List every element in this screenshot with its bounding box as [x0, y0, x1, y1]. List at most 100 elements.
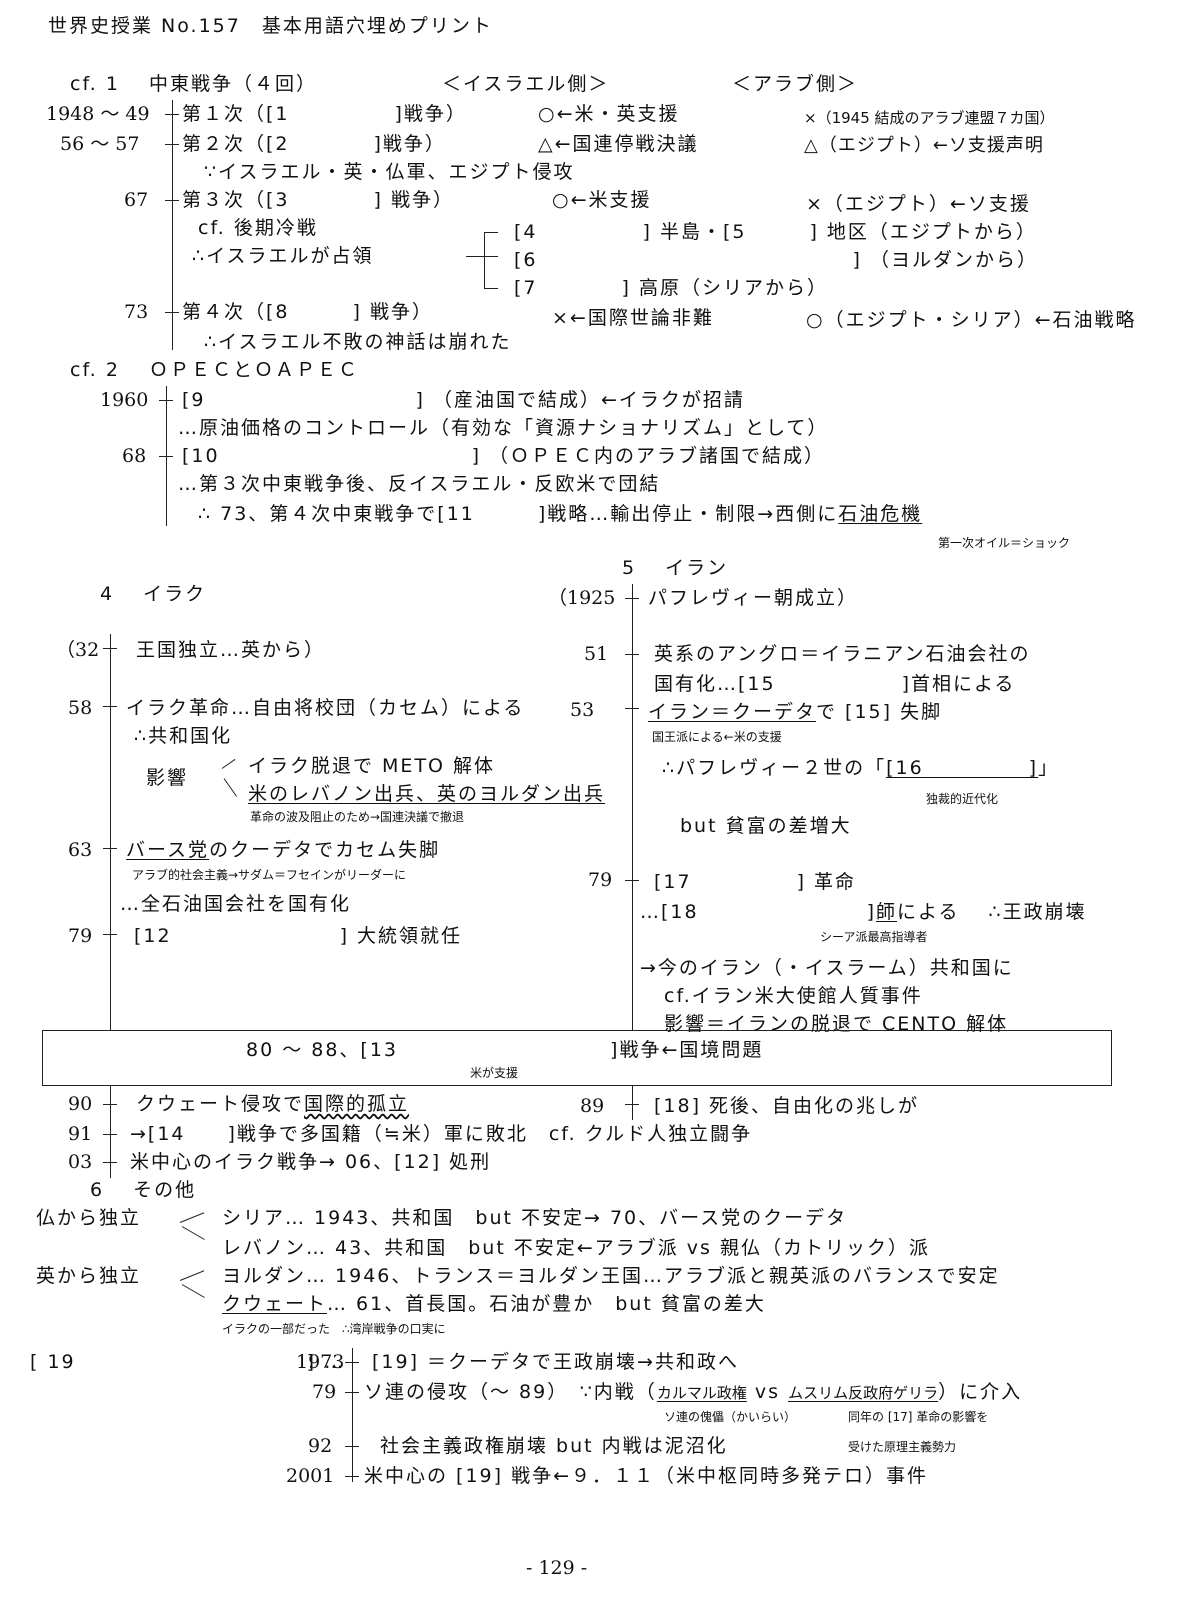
others-heading: 6 その他 [90, 1179, 197, 1201]
kuwait-note: イラクの一部だった ∴湾岸戦争の口実に [222, 1322, 446, 1336]
year-label: 1973 [296, 1351, 345, 1373]
tick [103, 706, 117, 707]
afghan-1973: [19] ＝クーデタで王政崩壊→共和政へ [372, 1351, 739, 1373]
tick [625, 880, 639, 881]
tick [165, 144, 179, 145]
iraq-1979: [12 ] 大統領就任 [134, 925, 463, 947]
arab-side-label: ＜アラブ側＞ [732, 73, 859, 95]
iraq-1990: クウェート侵攻で国際的孤立 [136, 1092, 409, 1116]
iraq-1958: イラク革命…自由将校団（カセム）による [126, 697, 525, 719]
afghan-2001: 米中心の [19] 戦争←９．１１（米中枢同時多発テロ）事件 [364, 1465, 929, 1487]
tick [345, 1362, 359, 1363]
fundamentalist-note: 受けた原理主義勢力 [848, 1440, 957, 1454]
tick [103, 1104, 117, 1105]
year-label: 92 [308, 1435, 333, 1457]
tick [103, 1162, 117, 1163]
year-label: 79 [588, 869, 613, 891]
iraq-1958-republic: ∴共和国化 [134, 725, 233, 747]
afghan-timeline [352, 1348, 353, 1482]
page-title: 世界史授業 No.157 基本用語穴埋めプリント [48, 15, 493, 37]
pahlavi-close: 」 [1038, 757, 1060, 779]
iran-1989: [18] 死後、自由化の兆しが [654, 1095, 920, 1117]
isolation-term: 国際的孤立 [304, 1093, 410, 1115]
iran-iraq-text-post: ]戦争←国境問題 [610, 1039, 764, 1061]
iran-1979: [17 ] 革命 [654, 871, 857, 893]
year-label: 90 [68, 1093, 93, 1115]
year-label: 79 [68, 925, 93, 947]
kuwait-text: … 61、首長国。石油が豊か but 貧富の差大 [327, 1293, 766, 1315]
iran-cento: 影響＝イランの脱退で CENTO 解体 [664, 1013, 1009, 1035]
war3-line: 第３次（[3 ] 戦争） [182, 189, 454, 211]
bracket-line [484, 232, 498, 233]
war2-line: 第２次（[2 ]戦争） [182, 133, 446, 155]
khomeini-title: 師 [876, 901, 898, 923]
french-independence-label: 仏から独立 [36, 1207, 142, 1229]
tick [345, 1476, 359, 1477]
war1-israel: ○←米・英支援 [538, 103, 680, 125]
kuwait-line: クウェート… 61、首長国。石油が豊か but 貧富の差大 [222, 1292, 766, 1316]
tick [625, 708, 639, 709]
kuwait-term: クウェート [222, 1293, 328, 1315]
war4-arab: ○（エジプト・シリア）←石油戦略 [806, 309, 1137, 331]
year-label: 91 [68, 1123, 93, 1145]
tick [625, 1104, 639, 1105]
iraq-1963-nationalize: …全石油国会社を国有化 [120, 893, 352, 915]
year-label: 51 [584, 643, 609, 665]
war2-arab: △（エジプト）←ソ支援声明 [804, 135, 1044, 156]
year-label: 1948 ～ 49 [46, 103, 150, 125]
war1-line: 第１次（[1 ]戦争） [182, 103, 467, 125]
war3-israel: ○←米支援 [552, 189, 652, 211]
year-label: 63 [68, 839, 93, 861]
year-label: 03 [68, 1151, 93, 1173]
oil-shock-note: 第一次オイル＝ショック [938, 536, 1071, 550]
iran-timeline [632, 584, 633, 1030]
iran-iraq-text-pre: 80 ～ 88、[13 [246, 1039, 399, 1061]
iraq-impact-label: 影響 [146, 767, 189, 789]
year-label: 1960 [100, 389, 149, 411]
iran-iraq-war-line: 80 ～ 88、[13 ]戦争←国境問題 [246, 1038, 763, 1062]
lebanon-line: レバノン… 43、共和国 but 不安定←アラブ派 vs 親仏（カトリック）派 [222, 1237, 930, 1259]
oapec-line2: …第３次中東戦争後、反イスラエル・反欧米で団結 [178, 473, 661, 495]
occupied-westbank: [6 ] （ヨルダンから） [514, 249, 1038, 271]
year-label: 56 ～ 57 [60, 133, 140, 155]
afghan-1979: ソ連の侵攻（～ 89） ∵内戦（カルマル政権 vs ムスリム反政府ゲリラ）に介入 [364, 1380, 1022, 1405]
afghan-1992: 社会主義政権崩壊 but 内戦は泥沼化 [380, 1435, 728, 1457]
baath-term: バース党 [126, 839, 210, 861]
iran-1953: イラン＝クーデタで [15] 失脚 [648, 700, 942, 724]
khomeini-blank: …[18 ] [640, 901, 877, 923]
british-independence-label: 英から独立 [36, 1265, 142, 1287]
iran-autocratic-note: 独裁的近代化 [926, 792, 999, 806]
iraq-timeline [110, 634, 111, 1030]
year-label: 89 [580, 1095, 605, 1117]
iraq-impact-note: 革命の波及阻止のため→国連決議で撤退 [250, 810, 465, 824]
war4-israel: ×←国際世論非難 [552, 307, 714, 329]
iran-coup-term: イラン＝クーデタ [648, 701, 817, 723]
year-label: （1925 [548, 587, 616, 609]
split-bracket [181, 1226, 205, 1240]
war3-occupy: ∴イスラエルが占領 [192, 245, 374, 267]
year-label: 73 [124, 301, 149, 323]
occupied-golan: [7 ] 高原（シリアから） [514, 277, 828, 299]
war1-arab: ×（1945 結成のアラブ連盟７カ国） [804, 109, 1055, 127]
iran-1925: パフレヴィー朝成立） [648, 587, 859, 609]
tick [345, 1446, 359, 1447]
iran-1953-note: 国王派による←米の支援 [652, 730, 782, 744]
opec-heading: cf. 2 ＯＰＥＣとＯＡＰＥＣ [70, 359, 359, 381]
iran-1951: 英系のアングロ＝イラニアン石油会社の [654, 643, 1031, 665]
oapec-line1: [10 ] （ＯＰＥＣ内のアラブ諸国で結成） [182, 445, 826, 467]
oapec-line3: ∴ 73、第４次中東戦争で[11 ]戦略…輸出停止・制限→西側に石油危機 [198, 502, 922, 526]
iraq-impact-2: 米のレバノン出兵、英のヨルダン出兵 [248, 783, 606, 805]
war4-line: 第４次（[8 ] 戦争） [182, 301, 433, 323]
tick [159, 456, 173, 457]
tick [165, 114, 179, 115]
khomeini-text: による ∴王政崩壊 [897, 901, 1087, 923]
tick [165, 312, 179, 313]
war2-israel: △←国連停戦決議 [538, 133, 699, 155]
tick [159, 400, 173, 401]
year-label: 53 [570, 699, 595, 721]
iraq-1963: バース党のクーデタでカセム失脚 [126, 838, 440, 862]
war3-arab: ×（エジプト）←ソ支援 [806, 193, 1031, 215]
year-label: （32 [56, 639, 100, 661]
tick [103, 848, 117, 849]
split-bracket [179, 1212, 205, 1223]
